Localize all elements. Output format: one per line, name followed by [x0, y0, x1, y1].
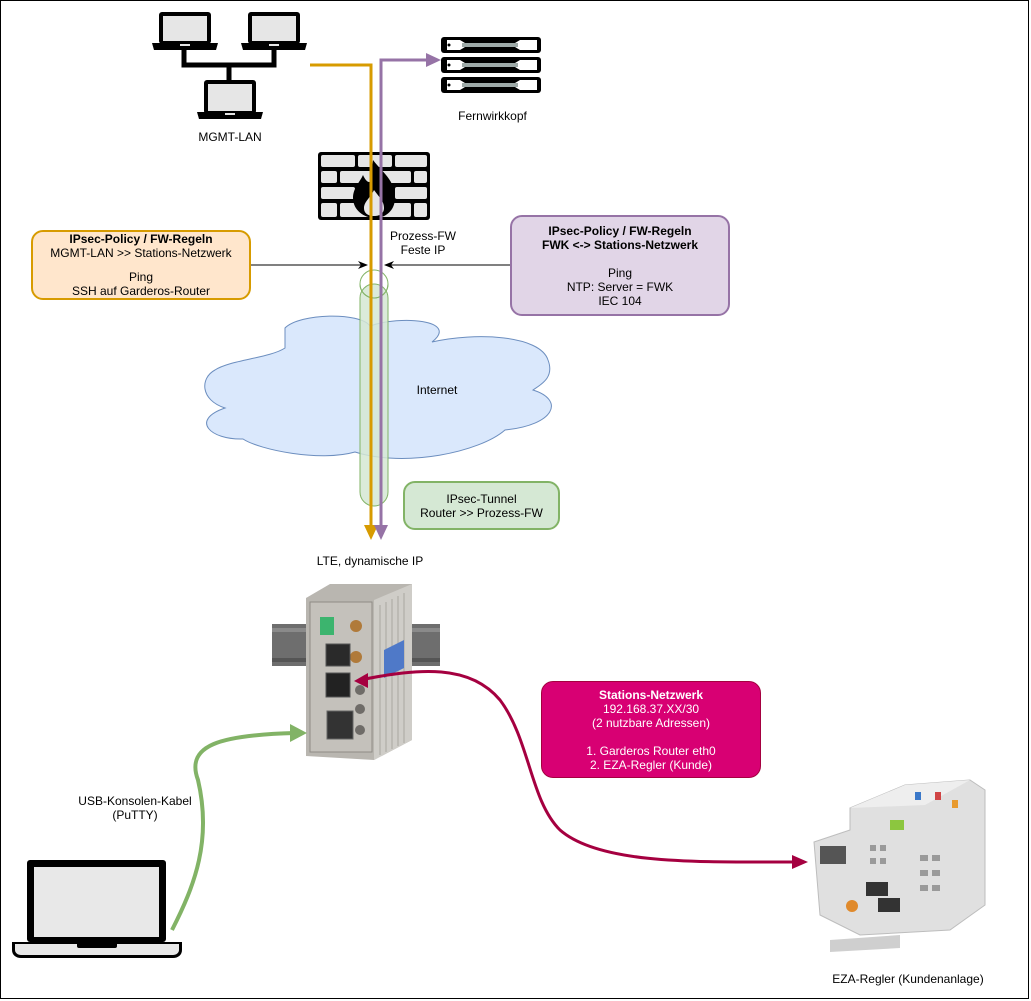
station-network-item: 2. EZA-Regler (Kunde) [589, 757, 713, 772]
router-label: LTE, dynamische IP [316, 554, 424, 568]
router-device-icon [272, 584, 440, 760]
firewall-icon [318, 152, 430, 220]
usb-console-cable [170, 724, 307, 931]
station-network-item: 1. Garderos Router eth0 [586, 743, 716, 758]
mgmt-policy-title: IPsec-Policy / FW-Regeln [69, 232, 213, 246]
tunnel-title: IPsec-Tunnel [446, 491, 517, 506]
internet-label: Internet [416, 383, 458, 397]
mgmt-lan-label: MGMT-LAN [198, 130, 262, 144]
prozess-fw-ip: Feste IP [400, 243, 446, 257]
tunnel-direction: Router >> Prozess-FW [420, 505, 543, 520]
laptop-icon [152, 12, 218, 50]
usb-cable-name: USB-Konsolen-Kabel [78, 794, 192, 808]
fernwirkkopf-label: Fernwirkkopf [458, 109, 527, 123]
fwk-policy-title: IPsec-Policy / FW-Regeln [548, 223, 692, 238]
fwk-policy-item: Ping [607, 265, 633, 280]
fwk-policy-subtitle: FWK <-> Stations-Netzwerk [541, 237, 699, 252]
station-network-note: (2 nutzbare Adressen) [591, 715, 711, 730]
usb-cable-label: USB-Konsolen-Kabel (PuTTY) [60, 794, 210, 822]
laptop-icon [12, 860, 182, 958]
mgmt-policy-subtitle: MGMT-LAN >> Stations-Netzwerk [50, 246, 232, 260]
laptop-icon [197, 80, 263, 119]
station-network-title: Stations-Netzwerk [598, 687, 704, 702]
fwk-policy-item: NTP: Server = FWK [566, 279, 674, 294]
laptop-icon [241, 12, 307, 50]
server-rack-icon [441, 37, 541, 93]
fwk-policy-item: IEC 104 [598, 293, 642, 308]
ipsec-tunnel-box: IPsec-Tunnel Router >> Prozess-FW [403, 481, 560, 530]
station-network-cable [354, 670, 808, 869]
station-network-box: Stations-Netzwerk 192.168.37.XX/30 (2 nu… [541, 681, 761, 778]
prozess-fw-name: Prozess-FW [390, 229, 456, 243]
mgmt-policy-item: Ping [128, 270, 154, 284]
ipsec-tunnel-pipe [359, 269, 389, 507]
mgmt-policy-box: IPsec-Policy / FW-Regeln MGMT-LAN >> Sta… [31, 230, 251, 300]
prozess-fw-label: Prozess-FW Feste IP [378, 229, 468, 257]
laptop-network-icon [152, 12, 307, 119]
plc-controller-icon [813, 779, 986, 952]
fwk-policy-box: IPsec-Policy / FW-Regeln FWK <-> Station… [510, 215, 730, 316]
fwk-connection-line [374, 53, 441, 540]
eza-label: EZA-Regler (Kundenanlage) [832, 972, 984, 986]
mgmt-connection-line [310, 63, 378, 540]
usb-cable-tool: (PuTTY) [112, 808, 158, 822]
mgmt-policy-item: SSH auf Garderos-Router [71, 284, 211, 298]
station-network-subnet: 192.168.37.XX/30 [602, 701, 700, 716]
